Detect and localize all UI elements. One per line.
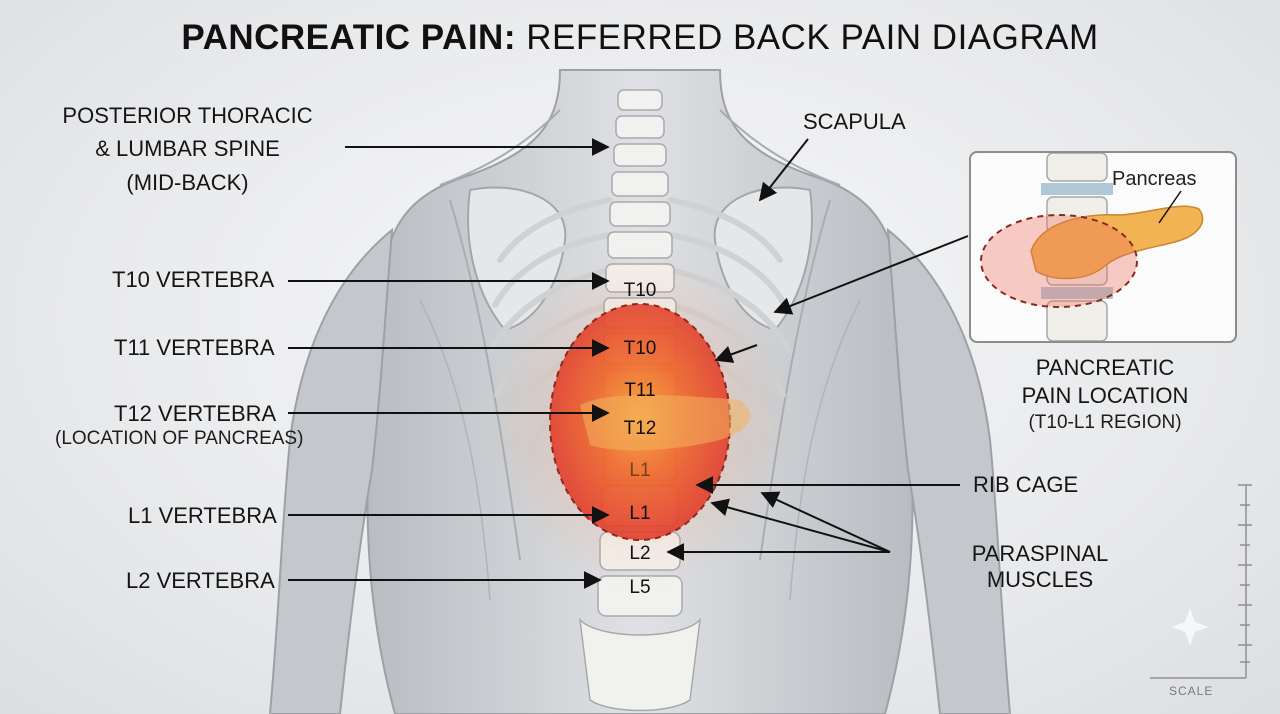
inset-illustration (980, 153, 1204, 341)
inset-caption-line3: (T10-L1 REGION) (1028, 412, 1182, 433)
pancreas-organ (1030, 205, 1204, 280)
spine-tag-l1: L1 (629, 503, 651, 524)
title-bold: PANCREATIC PAIN: (181, 18, 516, 57)
label-t12-vertebra: T12 VERTEBRA (114, 401, 277, 426)
label-rib-cage: RIB CAGE (973, 472, 1079, 497)
spine-tag-t11: T11 (624, 380, 656, 401)
scale-label: SCALE (1169, 684, 1214, 698)
label-spine-line2: & LUMBAR SPINE (95, 136, 280, 161)
spine-tag-t10-lower: T10 (623, 338, 657, 359)
diagram-title: PANCREATIC PAIN: REFERRED BACK PAIN DIAG… (0, 18, 1280, 58)
inset-caption-line2: PAIN LOCATION (1021, 383, 1189, 408)
spine-tag-l1-faint: L1 (629, 460, 651, 481)
inset-panel (969, 151, 1237, 343)
spine-tag-t12: T12 (623, 418, 657, 439)
sparkle-icon (1171, 608, 1209, 646)
inset-pain-zone (980, 214, 1138, 308)
label-scapula: SCAPULA (803, 109, 906, 134)
label-spine-line1: POSTERIOR THORACIC (62, 103, 313, 128)
inset-organ-label: Pancreas (1112, 168, 1197, 190)
label-t10-vertebra: T10 VERTEBRA (112, 267, 275, 292)
label-t12-sub: (LOCATION OF PANCREAS) (55, 428, 304, 449)
label-paraspinal-line2: MUSCLES (986, 567, 1094, 592)
right-arrows (666, 138, 969, 561)
spine-tag-l2: L2 (629, 543, 651, 564)
label-paraspinal-line1: PARASPINAL (971, 541, 1109, 566)
scale-ruler (1150, 484, 1252, 679)
pancreas-shadow (580, 395, 751, 451)
label-t11-vertebra: T11 VERTEBRA (114, 335, 275, 360)
label-spine-line3: (MID-BACK) (126, 170, 249, 195)
spine-tag-t10-upper: T10 (623, 280, 657, 301)
inset-caption-line1: PANCREATIC (1035, 355, 1175, 380)
title-rest: REFERRED BACK PAIN DIAGRAM (526, 18, 1099, 57)
label-l1-vertebra: L1 VERTEBRA (128, 503, 277, 528)
left-arrows (288, 138, 610, 589)
spine-tag-l5: L5 (629, 577, 651, 598)
label-l2-vertebra: L2 VERTEBRA (126, 568, 275, 593)
